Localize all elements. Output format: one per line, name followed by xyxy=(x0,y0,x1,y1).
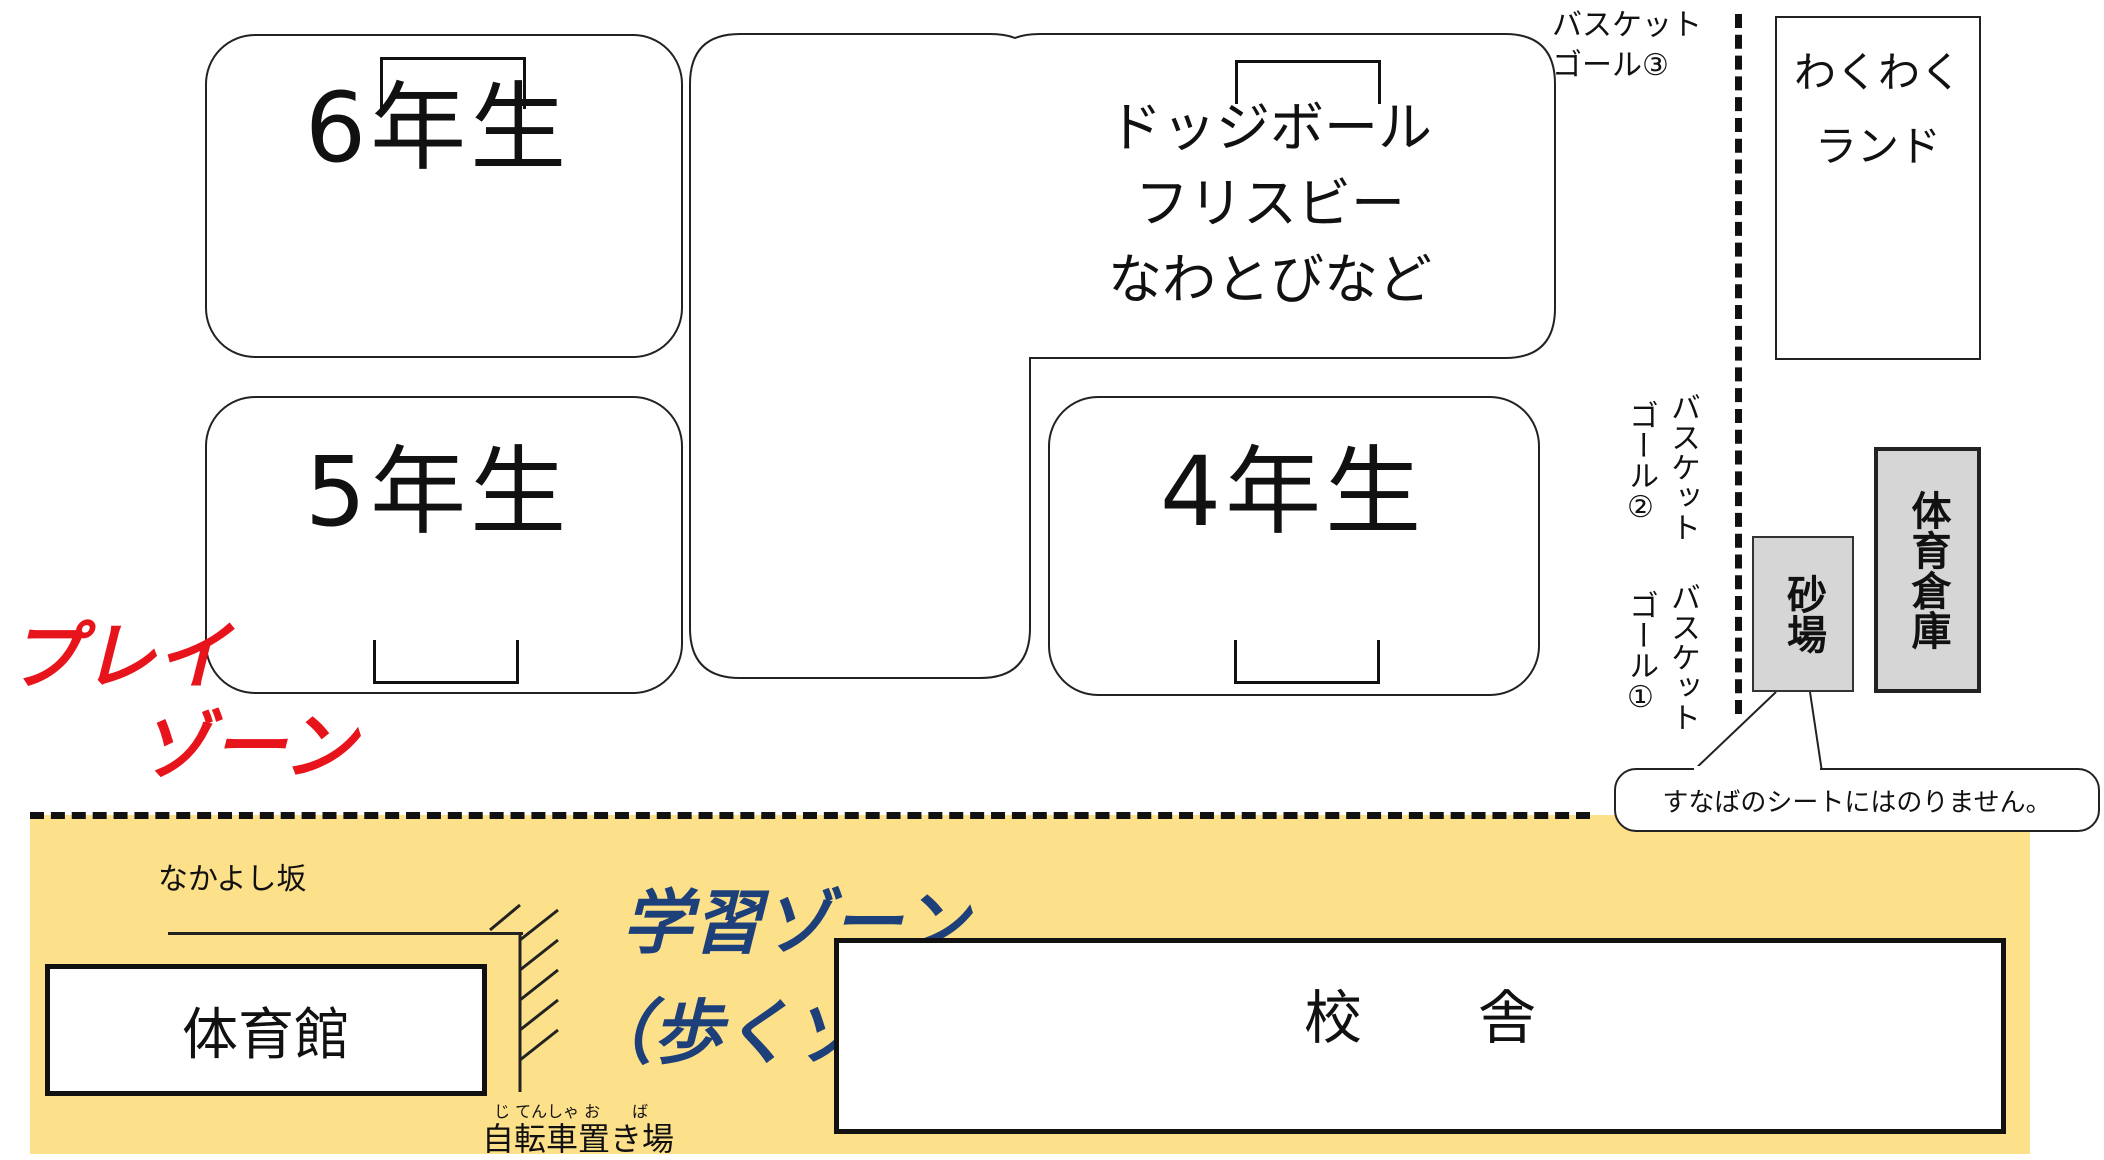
bike-parking-ruby: じ てんしゃ お ば xyxy=(494,1102,649,1121)
sandbox-callout: すなばのシートにはのりません。 xyxy=(1614,768,2100,832)
activity-frisbee: フリスビー xyxy=(1135,172,1405,235)
basket-goal-3-line1: バスケット xyxy=(1552,8,1702,43)
soccer-goal-grade4 xyxy=(1234,640,1380,684)
callout-pointer-cover xyxy=(1694,766,1820,772)
soccer-goal-grade6 xyxy=(380,57,526,109)
slope-line xyxy=(168,932,523,935)
sandbox-label: 砂場 xyxy=(1780,574,1826,654)
basket-goal-3-line2: ゴール③ xyxy=(1552,48,1669,83)
gymnasium: 体育館 xyxy=(45,964,487,1096)
sandbox: 砂場 xyxy=(1752,536,1854,692)
zone-boundary-line xyxy=(30,812,1590,819)
grade5-label: 5年生 xyxy=(305,436,571,548)
grade4-zone xyxy=(1048,396,1540,696)
wakuwaku-label-1: わくわく xyxy=(1793,48,1962,97)
soccer-goal-grade5 xyxy=(373,640,519,684)
basket-goal-2-col2: ゴール② xyxy=(1623,400,1658,525)
wakuwaku-label-2: ランド xyxy=(1814,122,1941,171)
slope-label: なかよし坂 xyxy=(158,862,307,897)
basket-area-dashed-line xyxy=(1735,14,1742,714)
basket-goal-1-col2: ゴール① xyxy=(1623,590,1658,715)
activity-list: ドッジボール フリスビー なわとびなど xyxy=(1060,90,1480,318)
grade6-label: 6年生 xyxy=(305,72,571,184)
basket-goal-2-col1: バスケット xyxy=(1665,392,1700,542)
grade4-label: 4年生 xyxy=(1160,436,1426,548)
school-building-label: 校 舎 xyxy=(1303,984,1536,1052)
pe-storage: 体育倉庫 xyxy=(1874,447,1981,693)
grade5-zone xyxy=(205,396,683,694)
sandbox-callout-text: すなばのシートにはのりません。 xyxy=(1662,787,2052,818)
basket-goal-1-col1: バスケット xyxy=(1665,582,1700,732)
soccer-goal-center xyxy=(1235,60,1381,104)
play-zone-line1: プレイ xyxy=(8,614,230,700)
gymnasium-label: 体育館 xyxy=(182,1002,350,1068)
activity-dodgeball: ドッジボール xyxy=(1108,96,1432,159)
wakuwaku-land: わくわく ランド xyxy=(1775,16,1981,360)
bike-parking-label: 自転車置き場 xyxy=(482,1120,675,1158)
play-zone-line2: ゾーン xyxy=(138,704,357,790)
activity-jumprope: なわとびなど xyxy=(1108,248,1432,311)
school-building: 校 舎 xyxy=(834,938,2006,1134)
play-zone-label: プレイ ゾーン xyxy=(8,612,356,792)
grade6-zone xyxy=(205,34,683,358)
pe-storage-label: 体育倉庫 xyxy=(1904,490,1951,650)
basket-goal-3-label: バスケット ゴール③ xyxy=(1552,6,1702,86)
